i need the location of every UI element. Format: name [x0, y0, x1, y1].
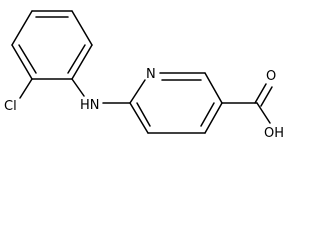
bond-phenyl-2 [71, 10, 93, 46]
bond-phenyl-5 [11, 44, 33, 80]
bond-pyridine-3 [204, 72, 223, 104]
bond-pyridine-double-3 [136, 102, 151, 127]
bond-c-oh [256, 102, 271, 124]
pyridine-ring [129, 72, 223, 134]
chlorine-label: Cl [4, 99, 17, 114]
bond-c-o-double-1 [254, 83, 267, 104]
hydroxyl-label: OH [264, 126, 284, 141]
bond-phenyl-3 [71, 44, 93, 80]
bond-pyridine-4 [204, 102, 223, 134]
structure-diagram: Cl HN N OH O [4, 10, 284, 141]
bond-phenyl-double-3 [18, 44, 37, 74]
bond-phenyl-6 [11, 10, 33, 46]
carbonyl-oxygen-label: O [266, 69, 276, 84]
phenyl-ring [11, 10, 93, 80]
bond-c-cl [19, 78, 33, 99]
bond-c-o-double-2 [260, 86, 273, 107]
amine-label: HN [80, 98, 100, 113]
bond-phenyl-nh [71, 78, 85, 97]
bond-pyridine-1 [129, 79, 146, 104]
bond-pyridine-6 [129, 102, 149, 134]
bond-pyridine-double-2 [200, 102, 215, 127]
ring-nitrogen-label: N [146, 67, 156, 82]
bond-phenyl-double-2 [67, 44, 86, 74]
